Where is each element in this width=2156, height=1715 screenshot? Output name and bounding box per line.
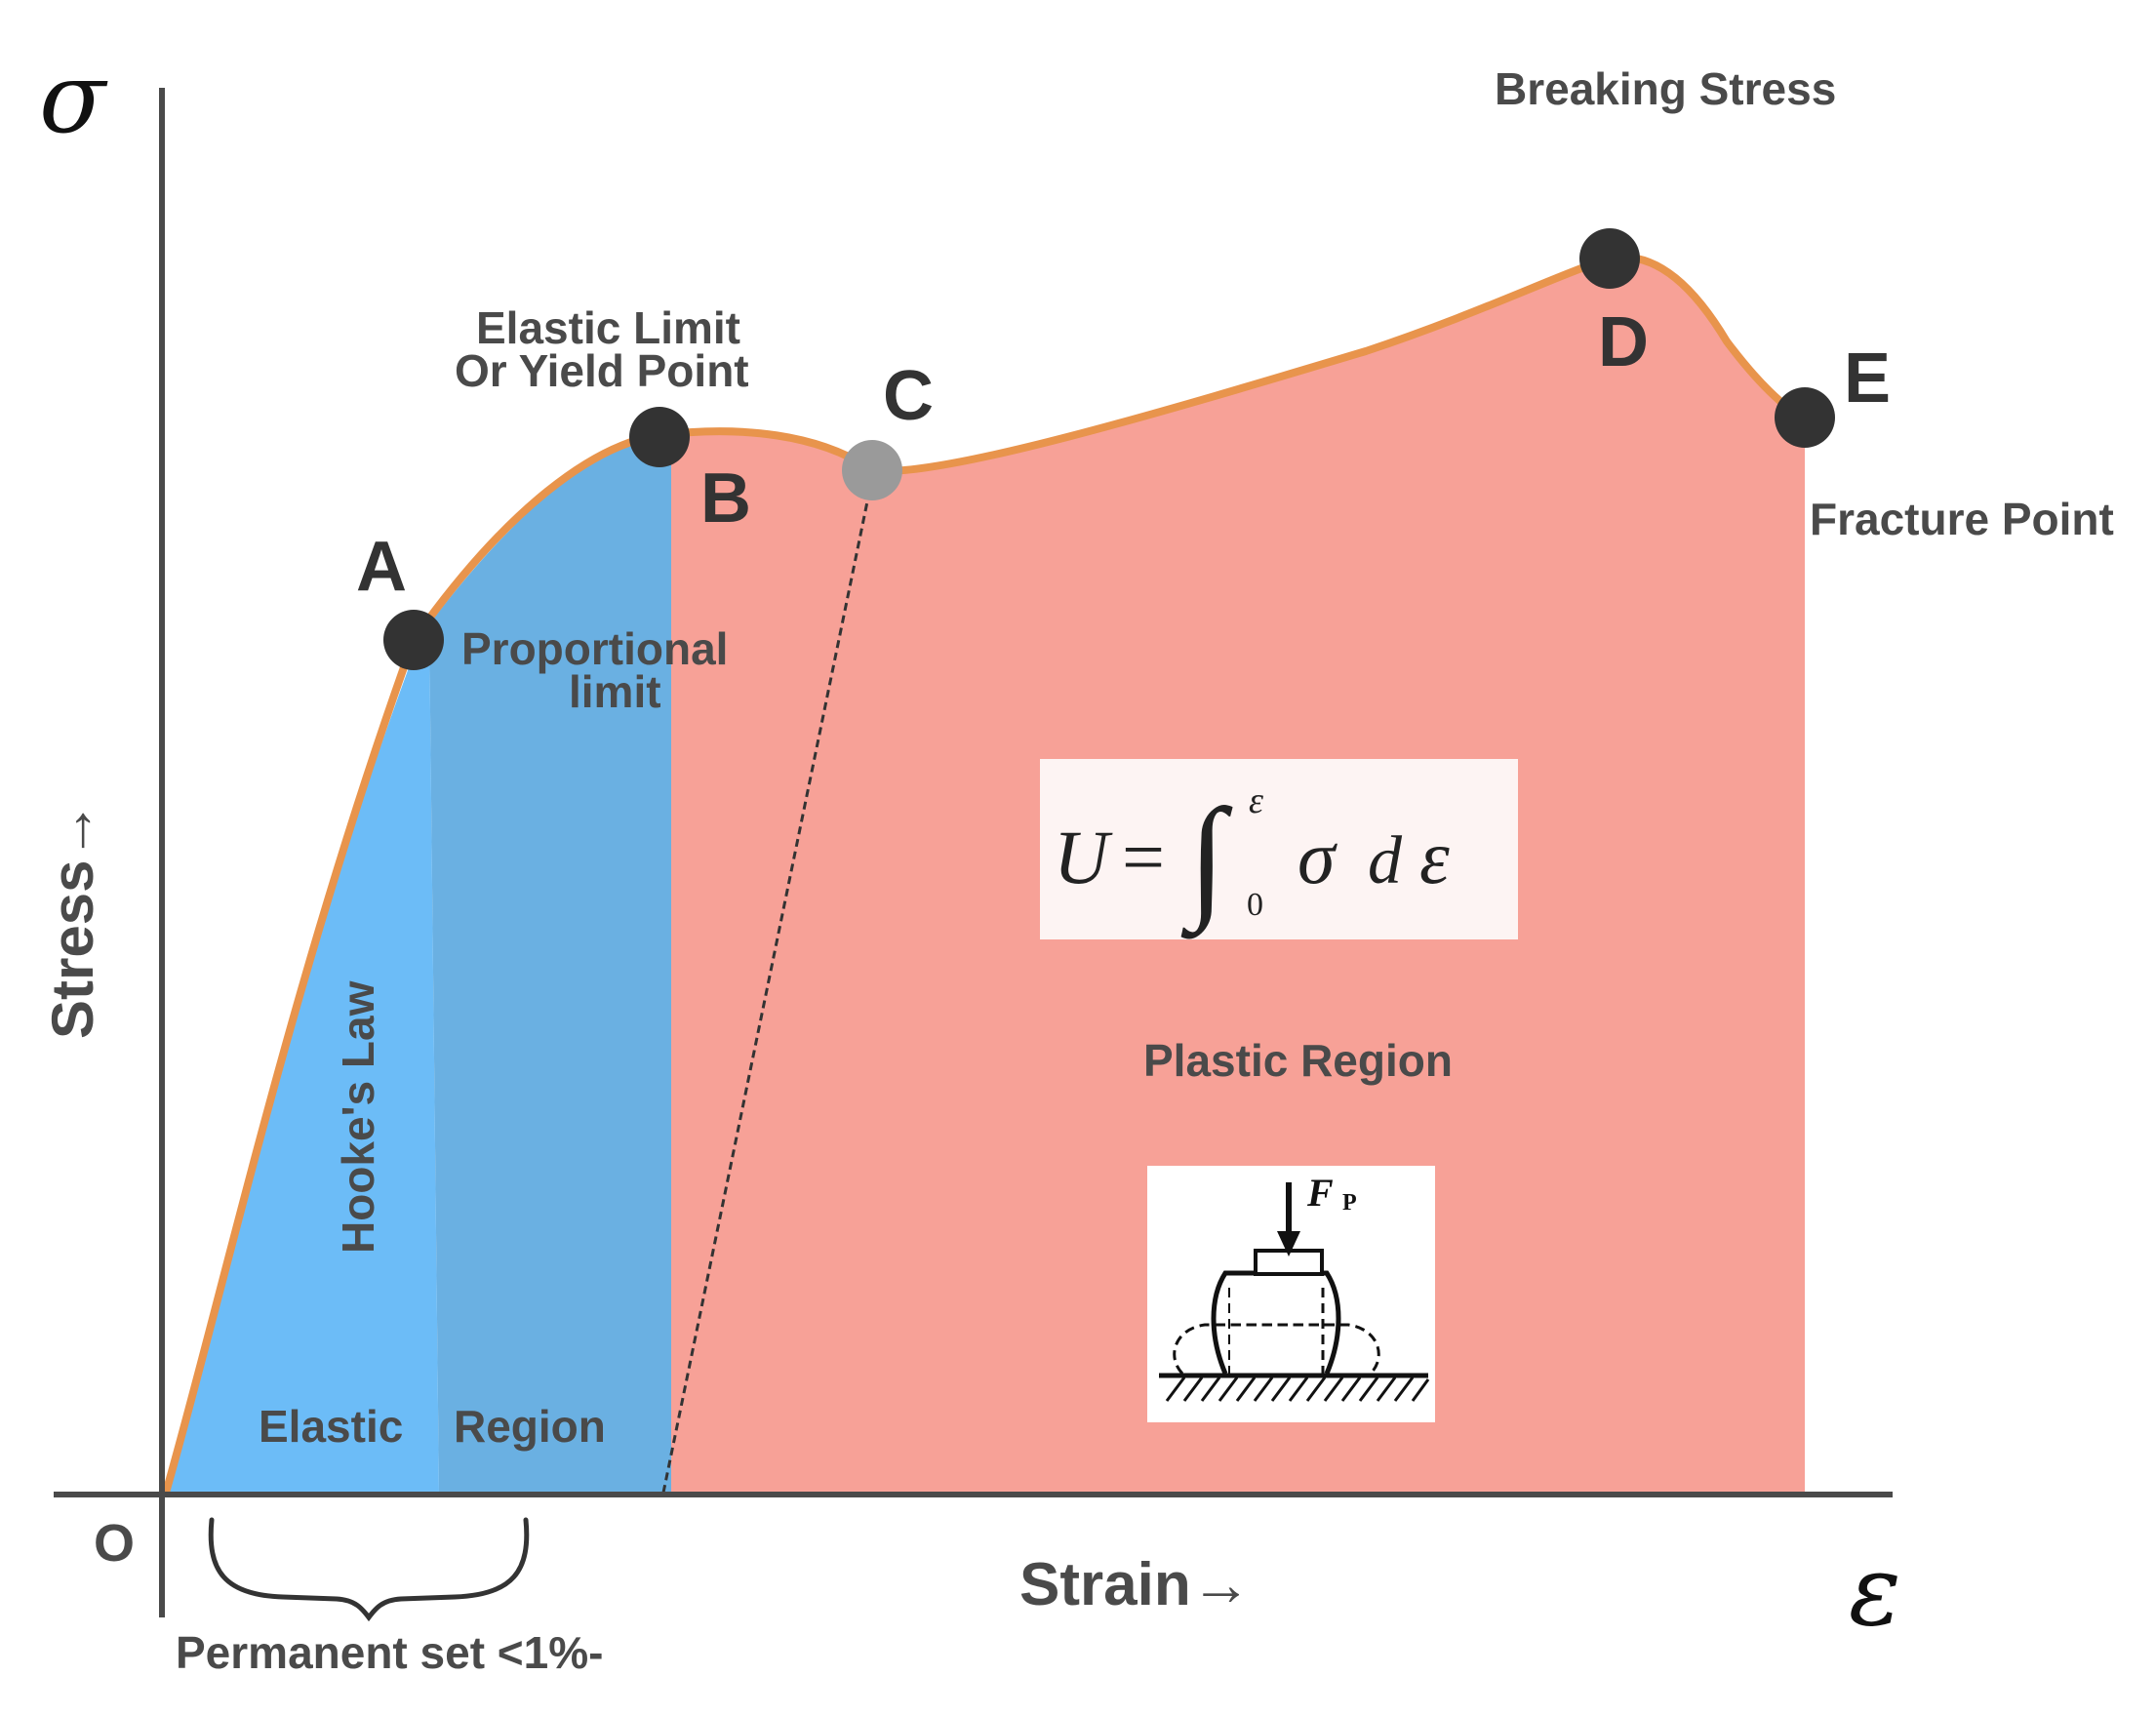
unloading-line [661, 477, 874, 1494]
origin-label: O [94, 1514, 135, 1573]
elastic-limit-label-line2: Or Yield Point [455, 345, 749, 396]
point-c-label: C [883, 357, 934, 435]
point-e-label: E [1844, 339, 1891, 418]
inset-force-arrowhead [1277, 1231, 1300, 1256]
permanent-set-brace [208, 1517, 530, 1622]
compression-inset: F P [1147, 1166, 1435, 1422]
y-axis-label: Stress→ [40, 802, 105, 1039]
point-a-label: A [356, 528, 407, 606]
point-d-label: D [1598, 303, 1649, 381]
permanent-set-label: Permanent set <1%- [176, 1627, 603, 1678]
y-axis-symbol: σ [39, 41, 108, 155]
point-e-marker [1775, 387, 1835, 448]
formula-equals: = [1122, 815, 1165, 899]
elastic-region-dark [429, 435, 673, 1493]
formula-upper-limit: ε [1249, 780, 1263, 821]
fracture-point-label: Fracture Point [1810, 494, 2114, 544]
breaking-stress-label: Breaking Stress [1495, 63, 1836, 114]
x-axis-label: Strain→ [1019, 1551, 1252, 1618]
proportional-limit-label-line1: Proportional [461, 623, 728, 674]
strain-energy-formula: U = ∫ ε 0 σ d ε [1040, 759, 1518, 939]
point-b-label: B [700, 459, 751, 538]
proportional-limit-label-line2: limit [569, 666, 661, 717]
region-label: Region [454, 1401, 606, 1452]
point-d-marker [1579, 228, 1640, 289]
formula-lower-limit: 0 [1247, 887, 1263, 923]
point-a-marker [383, 610, 444, 670]
point-c-marker [842, 440, 902, 500]
formula-integral-sign: ∫ [1180, 781, 1233, 939]
elastic-limit-label-line1: Elastic Limit [476, 302, 740, 353]
formula-d: d [1368, 823, 1403, 898]
formula-integrand: σ [1298, 815, 1338, 899]
inset-ground-hatch [1165, 1376, 1430, 1402]
inset-dashed-outline [1173, 1323, 1380, 1376]
formula-box [1040, 759, 1518, 939]
formula-variable: ε [1419, 815, 1450, 899]
elastic-label: Elastic [259, 1401, 403, 1452]
inset-force-label: F [1306, 1171, 1334, 1215]
formula-lhs: U [1054, 815, 1113, 899]
x-axis-symbol: ε [1849, 1534, 1901, 1648]
elastic-region-light [166, 624, 439, 1493]
hookes-law-label: Hooke's Law [333, 980, 383, 1254]
plastic-region-label: Plastic Region [1143, 1035, 1453, 1086]
point-b-marker [629, 407, 690, 467]
inset-force-subscript: P [1342, 1190, 1357, 1216]
